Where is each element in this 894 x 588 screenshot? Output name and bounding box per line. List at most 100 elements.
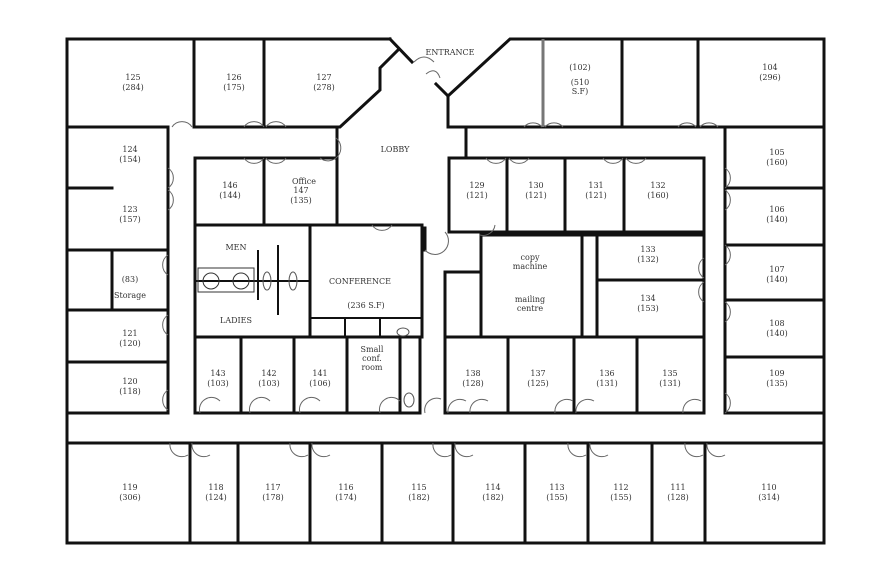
room-106-number: 106 <box>769 205 784 214</box>
room-125-area: (284) <box>122 83 144 92</box>
room-118-area: (124) <box>205 493 227 502</box>
room-142-area: (103) <box>258 379 280 388</box>
room-labels: 125(284) 126(175) 127(278) 124(154) 123(157)… <box>119 63 788 502</box>
entrance-door[interactable] <box>413 56 441 79</box>
room-111-area: (128) <box>667 493 689 502</box>
room-133-area: (132) <box>637 255 659 264</box>
storage-area: (83) <box>122 275 138 284</box>
suite-102-number: (102) <box>569 63 591 72</box>
room-121-number: 121 <box>122 329 137 338</box>
room-117-number: 117 <box>265 483 280 492</box>
room-124-area: (154) <box>119 155 141 164</box>
room-132-area: (160) <box>647 191 669 200</box>
inner-left-block <box>193 126 424 415</box>
small-conf-label-2: conf. <box>362 354 382 363</box>
room-141-area: (106) <box>309 379 331 388</box>
room-114-area: (182) <box>482 493 504 502</box>
top-right-rooms <box>446 37 826 415</box>
room-116-area: (174) <box>335 493 357 502</box>
room-131-number: 131 <box>588 181 603 190</box>
room-130-area: (121) <box>525 191 547 200</box>
room-138-number: 138 <box>465 369 480 378</box>
room-113-area: (155) <box>546 493 568 502</box>
inner-right-block <box>423 125 706 415</box>
room-108-area: (140) <box>766 329 788 338</box>
suite-102-area: (510 <box>571 78 589 87</box>
room-142-number: 142 <box>261 369 276 378</box>
room-109-number: 109 <box>769 369 784 378</box>
room-104-number: 104 <box>762 63 777 72</box>
suite-102-area-2: S.F) <box>572 87 588 96</box>
sinks <box>197 267 415 408</box>
room-127-area: (278) <box>313 83 335 92</box>
room-114-number: 114 <box>485 483 500 492</box>
room-141-number: 141 <box>312 369 327 378</box>
room-125-number: 125 <box>125 73 140 82</box>
room-116-number: 116 <box>338 483 353 492</box>
room-121-area: (120) <box>119 339 141 348</box>
room-105-area: (160) <box>766 158 788 167</box>
men-label: MEN <box>225 243 246 252</box>
room-110-area: (314) <box>758 493 780 502</box>
room-115-area: (182) <box>408 493 430 502</box>
room-107-number: 107 <box>769 265 784 274</box>
room-113-number: 113 <box>549 483 564 492</box>
room-104-area: (296) <box>759 73 781 82</box>
mailing-centre-label-2: centre <box>517 304 543 313</box>
room-124-number: 124 <box>122 145 137 154</box>
room-136-area: (131) <box>596 379 618 388</box>
small-conf-label: Small <box>361 345 384 354</box>
room-134-number: 134 <box>640 294 655 303</box>
room-117-area: (178) <box>262 493 284 502</box>
storage-label: Storage <box>114 291 146 300</box>
room-130-number: 130 <box>528 181 543 190</box>
copy-machine-label: copy <box>521 253 540 262</box>
room-105-number: 105 <box>769 148 784 157</box>
small-conf-label-3: room <box>361 363 382 372</box>
room-129-area: (121) <box>466 191 488 200</box>
room-146-area: (144) <box>219 191 241 200</box>
room-115-number: 115 <box>411 483 426 492</box>
room-108-number: 108 <box>769 319 784 328</box>
room-127-number: 127 <box>316 73 331 82</box>
room-135-area: (131) <box>659 379 681 388</box>
room-147-area: (135) <box>290 196 312 205</box>
room-134-area: (153) <box>637 304 659 313</box>
mailing-centre-label: mailing <box>515 295 545 304</box>
room-123-number: 123 <box>122 205 137 214</box>
room-112-area: (155) <box>610 493 632 502</box>
room-136-number: 136 <box>599 369 614 378</box>
room-111-number: 111 <box>670 483 685 492</box>
top-left-rooms <box>65 37 401 415</box>
room-143-area: (103) <box>207 379 229 388</box>
room-135-number: 135 <box>662 369 677 378</box>
room-123-area: (157) <box>119 215 141 224</box>
room-119-area: (306) <box>119 493 141 502</box>
room-133-number: 133 <box>640 245 655 254</box>
room-126-area: (175) <box>223 83 245 92</box>
room-147-number: 147 <box>293 186 308 195</box>
room-119-number: 119 <box>122 483 137 492</box>
room-118-number: 118 <box>208 483 223 492</box>
outer-walls <box>65 36 826 545</box>
room-137-number: 137 <box>530 369 545 378</box>
room-126-number: 126 <box>226 73 241 82</box>
room-107-area: (140) <box>766 275 788 284</box>
room-138-area: (128) <box>462 379 484 388</box>
room-131-area: (121) <box>585 191 607 200</box>
lobby-label: LOBBY <box>381 145 410 154</box>
room-110-number: 110 <box>761 483 776 492</box>
room-132-number: 132 <box>650 181 665 190</box>
conference-label: CONFERENCE <box>329 277 391 286</box>
room-137-area: (125) <box>527 379 549 388</box>
conference-area: (236 S.F) <box>347 301 384 310</box>
copy-machine-label-2: machine <box>513 262 548 271</box>
room-146-number: 146 <box>222 181 237 190</box>
office-147-title: Office <box>292 177 316 186</box>
room-143-number: 143 <box>210 369 225 378</box>
doors[interactable] <box>162 121 731 458</box>
room-106-area: (140) <box>766 215 788 224</box>
room-120-number: 120 <box>122 377 137 386</box>
entrance-label: ENTRANCE <box>426 48 475 57</box>
